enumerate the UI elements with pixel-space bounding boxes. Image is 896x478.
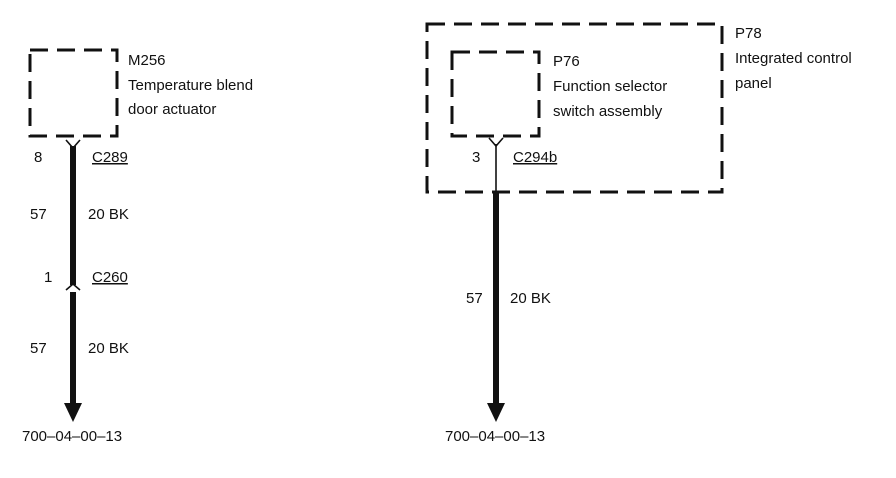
p78-component-box (425, 22, 724, 194)
c289-pin-number: 8 (34, 149, 42, 166)
c289-connector-label: C289 (92, 149, 128, 166)
p76-name-line2: switch assembly (553, 103, 663, 120)
left-wire-upper-circuit: 57 (30, 206, 47, 223)
m256-name-line1: Temperature blend (128, 77, 253, 94)
m256-component-box (28, 48, 119, 138)
right-wire-circuit: 57 (466, 290, 483, 307)
right-ground-arrow-icon (487, 403, 505, 422)
p76-component-box (450, 50, 541, 138)
p78-code: P78 (735, 25, 762, 42)
c294b-connector-label: C294b (513, 149, 557, 166)
left-ground-reference: 700–04–00–13 (22, 428, 122, 445)
c294b-pin-number: 3 (472, 149, 480, 166)
c260-pin-number: 1 (44, 269, 52, 286)
right-wire-spec: 20 BK (510, 290, 551, 307)
right-ground-reference: 700–04–00–13 (445, 428, 545, 445)
c260-connector-label: C260 (92, 269, 128, 286)
m256-name-line2: door actuator (128, 101, 216, 118)
p78-name-line2: panel (735, 75, 772, 92)
p78-name-line1: Integrated control (735, 50, 852, 67)
left-wire-lower-spec: 20 BK (88, 340, 129, 357)
c260-pin-symbol (65, 282, 81, 291)
p76-name-line1: Function selector (553, 78, 667, 95)
left-wire-upper-spec: 20 BK (88, 206, 129, 223)
left-ground-arrow-icon (64, 403, 82, 422)
m256-code: M256 (128, 52, 166, 69)
left-wire-lower-circuit: 57 (30, 340, 47, 357)
p76-code: P76 (553, 53, 580, 70)
